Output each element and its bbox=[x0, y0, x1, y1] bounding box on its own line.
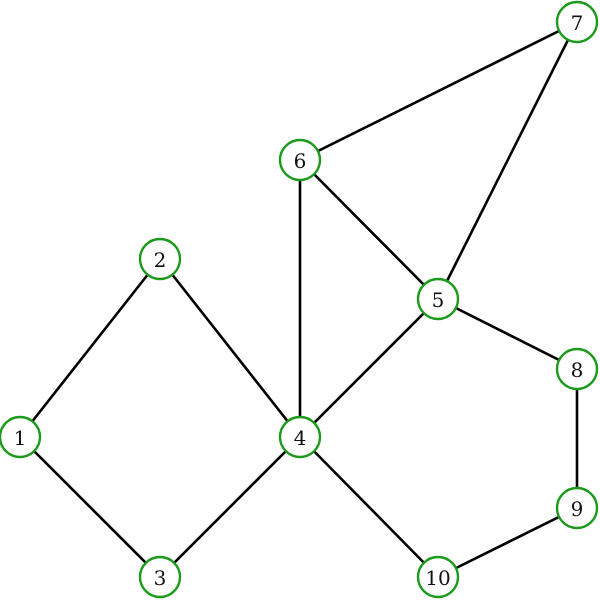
node-label: 2 bbox=[154, 248, 167, 272]
node-label: 5 bbox=[432, 288, 445, 312]
node-label: 4 bbox=[294, 426, 307, 450]
edges bbox=[18, 20, 579, 579]
node-circle bbox=[0, 415, 42, 459]
edge-2-4 bbox=[158, 258, 302, 438]
edge-4-10 bbox=[299, 436, 439, 578]
node-label: 9 bbox=[571, 497, 584, 521]
node-circle bbox=[555, 347, 599, 391]
node-label: 6 bbox=[294, 149, 307, 173]
node-4: 4 bbox=[278, 415, 322, 459]
edge-5-8 bbox=[437, 297, 578, 371]
node-circle bbox=[138, 237, 182, 281]
node-8: 8 bbox=[555, 347, 599, 391]
node-circle bbox=[555, 486, 599, 530]
edge-6-7 bbox=[299, 20, 578, 162]
node-label: 10 bbox=[425, 566, 450, 590]
edge-3-4 bbox=[159, 436, 301, 578]
edge-4-5 bbox=[299, 298, 439, 438]
node-label: 8 bbox=[571, 358, 584, 382]
edge-6-5 bbox=[299, 159, 439, 300]
node-5: 5 bbox=[416, 277, 460, 321]
node-label: 3 bbox=[154, 566, 167, 590]
edge-9-10 bbox=[437, 506, 578, 579]
node-circle bbox=[416, 555, 460, 599]
node-circle bbox=[138, 555, 182, 599]
node-1: 1 bbox=[0, 415, 42, 459]
node-7: 7 bbox=[555, 0, 599, 44]
node-circle bbox=[555, 0, 599, 44]
edge-7-5 bbox=[436, 21, 579, 300]
node-2: 2 bbox=[138, 237, 182, 281]
node-9: 9 bbox=[555, 486, 599, 530]
node-label: 7 bbox=[571, 11, 584, 35]
edge-1-2 bbox=[18, 258, 162, 438]
node-6: 6 bbox=[278, 138, 322, 182]
node-10: 10 bbox=[416, 555, 460, 599]
node-circle bbox=[278, 415, 322, 459]
node-label: 1 bbox=[14, 426, 27, 450]
node-circle bbox=[416, 277, 460, 321]
node-3: 3 bbox=[138, 555, 182, 599]
node-circle bbox=[278, 138, 322, 182]
edge-1-3 bbox=[19, 436, 161, 578]
